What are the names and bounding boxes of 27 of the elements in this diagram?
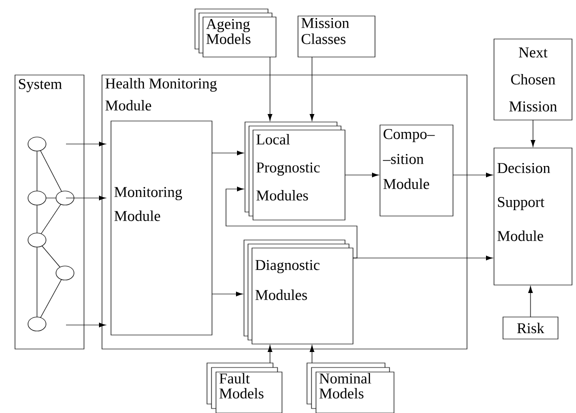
- input-box: Next Chosen Mission: [494, 38, 572, 120]
- arrow: [212, 292, 243, 296]
- arrow: [66, 142, 106, 146]
- arrow: [66, 322, 106, 328]
- input-box: Risk: [502, 316, 558, 340]
- process-box: Decision Support Module: [494, 148, 572, 286]
- stacked-box: Local Prognostic Modules: [244, 122, 346, 220]
- arrow: [452, 172, 493, 178]
- arrow: [352, 256, 493, 260]
- process-box: Monitoring Module: [110, 120, 212, 336]
- stacked-box: Ageing Models: [194, 8, 276, 58]
- arrow: [530, 120, 536, 147]
- arrow: [212, 150, 244, 156]
- stacked-box: Nominal Models: [306, 362, 394, 413]
- stacked-box: Fault Models: [206, 362, 282, 413]
- arrow: [268, 345, 272, 364]
- process-box: Compo– –sition Module: [380, 124, 454, 216]
- arrow: [66, 196, 106, 200]
- arrow: [226, 186, 358, 258]
- system-panel: System: [14, 74, 84, 350]
- arrow: [528, 286, 533, 318]
- arrow: [268, 56, 272, 121]
- arrow: [344, 172, 379, 178]
- input-box: Mission Classes: [298, 16, 376, 58]
- arrow: [310, 345, 314, 364]
- arrow: [310, 56, 314, 121]
- stacked-box: Diagnostic Modules: [244, 240, 354, 344]
